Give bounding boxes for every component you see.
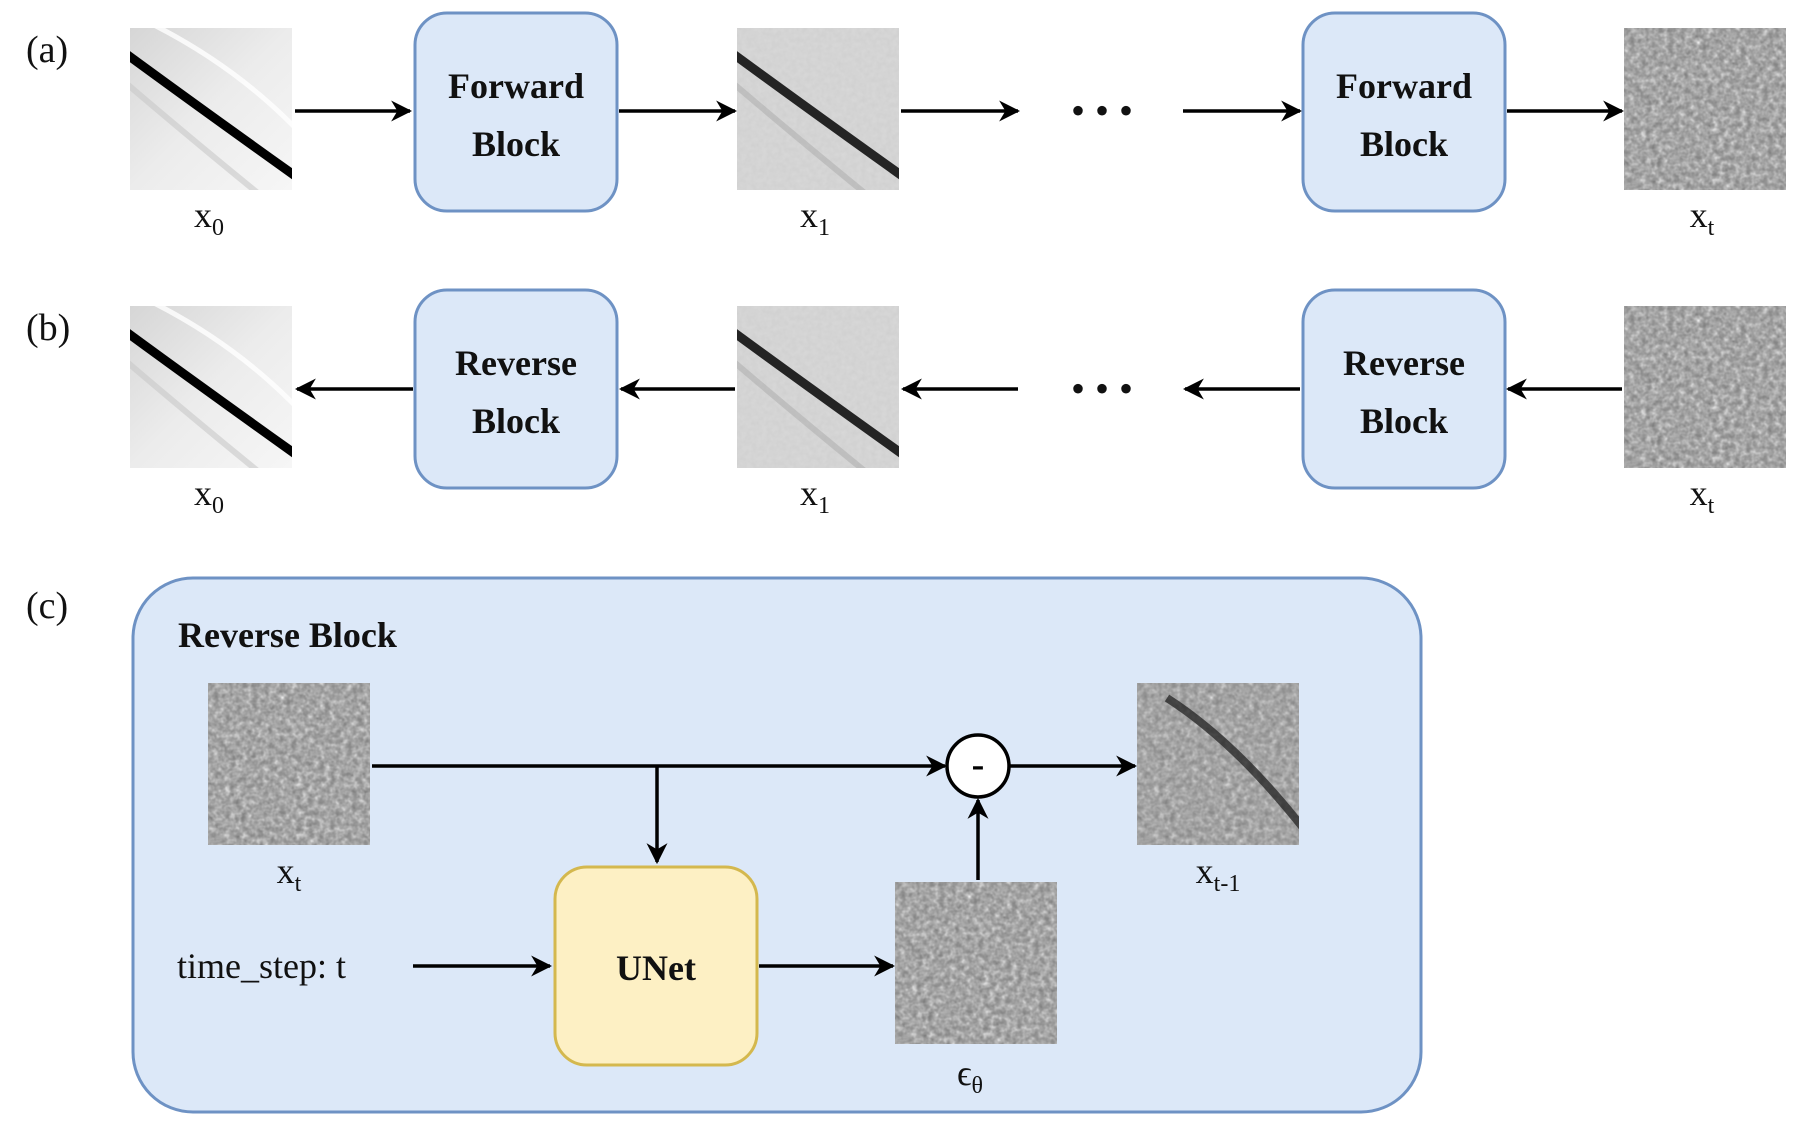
image-xt-b [1624,306,1786,468]
time-step-label: time_step: t [177,946,346,986]
subtract-node [945,733,1011,799]
image-xtm1 [1137,683,1307,845]
forward-block-1-line1: Forward [448,66,584,106]
image-xt-c [208,683,370,845]
panel-label-c: (c) [26,585,68,627]
reverse-block-2-line1: Reverse [1343,343,1465,383]
label-xtm1: xt-1 [1196,851,1241,897]
label-xt-b: xt [1690,473,1715,519]
label-x0-b: x0 [194,473,224,519]
label-x1-a: x1 [800,195,830,241]
image-xt-a [1624,28,1786,190]
reverse-block-1-line1: Reverse [455,343,577,383]
forward-block-2-line1: Forward [1336,66,1472,106]
unet-label: UNet [616,948,696,988]
ellipsis-a: • • • [1071,88,1133,133]
image-x1-b [727,306,912,481]
forward-block-2-line2: Block [1360,124,1448,164]
image-x0-b [120,301,305,481]
reverse-block-1-line2: Block [472,401,560,441]
reverse-block-2-line2: Block [1360,401,1448,441]
reverse-block-2 [1301,288,1507,490]
forward-block-2 [1301,11,1507,213]
subtract-symbol: - [972,744,985,786]
unet-block [553,865,759,1067]
label-xt-c: xt [277,851,302,897]
label-x1-b: x1 [800,473,830,519]
forward-block-1-line2: Block [472,124,560,164]
panel-label-b: (b) [26,307,70,349]
reverse-block-detail [131,576,1423,1114]
label-x0-a: x0 [194,195,224,241]
reverse-block-1 [413,288,619,490]
reverse-block-detail-title: Reverse Block [178,615,397,655]
forward-block-1 [413,11,619,213]
image-x0-a [120,23,305,203]
label-xt-a: xt [1690,195,1715,241]
image-x1-a [727,28,912,203]
ellipsis-b: • • • [1071,366,1133,411]
panel-label-a: (a) [26,29,68,71]
image-eps [895,882,1057,1044]
label-eps: ϵθ [957,1053,983,1099]
